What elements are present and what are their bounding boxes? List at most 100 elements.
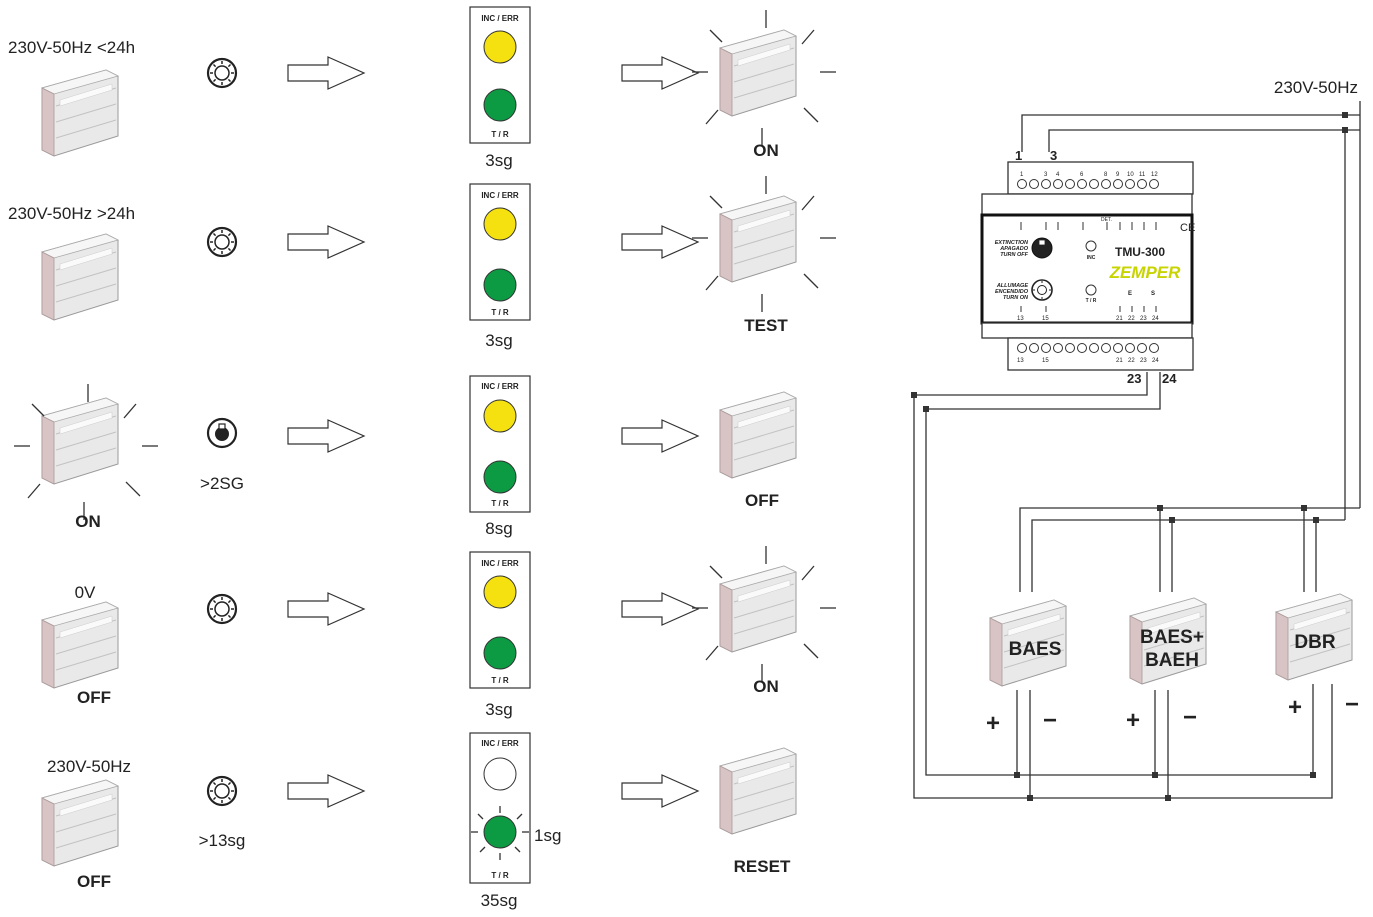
- panel-top-label: INC / ERR: [481, 191, 519, 200]
- input-caption: >2SG: [200, 474, 244, 493]
- device-baes: BAES + −: [986, 599, 1067, 737]
- emergency-light-icon: [719, 747, 797, 835]
- bottom-terminal-number: 21: [1116, 316, 1123, 322]
- apagado-label: APAGADO: [999, 246, 1028, 252]
- panel-bottom-label: T / R: [491, 499, 509, 508]
- encendido-label: ENCENDIDO: [995, 289, 1029, 295]
- turn-off-label: TURN OFF: [1000, 252, 1028, 258]
- result-label: ON: [753, 677, 779, 696]
- bottom-terminal-number: 13: [1017, 316, 1024, 322]
- arrow-icon: [621, 419, 699, 453]
- terminal-1-label: 1: [1015, 148, 1022, 163]
- top-terminal-number: 11: [1139, 172, 1146, 178]
- led-panel: INC / ERR T / R: [469, 6, 531, 144]
- green-led-icon: [483, 460, 517, 494]
- panel-bottom-label: T / R: [491, 130, 509, 139]
- bottom-terminal-number: 21: [1116, 358, 1123, 364]
- minus-sign: −: [1043, 707, 1057, 734]
- arrow-icon: [287, 419, 365, 453]
- bottom-terminal-screws: [1017, 343, 1159, 353]
- turn-on-label: TURN ON: [1003, 295, 1029, 301]
- input-caption: >13sg: [199, 831, 246, 850]
- top-terminal-number: 9: [1116, 172, 1120, 178]
- bottom-terminal-number: 24: [1152, 316, 1159, 322]
- plus-sign: +: [1126, 707, 1140, 734]
- bottom-terminal-number: 15: [1042, 316, 1049, 322]
- brand-logo: ZEMPER: [1109, 263, 1182, 282]
- duration-label: 3sg: [485, 331, 512, 350]
- device-name-line2: BAEH: [1145, 650, 1199, 671]
- inc-led-label: INC: [1087, 255, 1096, 261]
- result-label: RESET: [734, 857, 791, 876]
- bottom-terminal-number: 23: [1140, 316, 1147, 322]
- bottom-terminal-number: 22: [1128, 358, 1135, 364]
- wiring-diagram: 230V-50Hz: [911, 78, 1361, 801]
- panel-bottom-label: T / R: [491, 676, 509, 685]
- allumage-label: ALLUMAGE: [996, 283, 1028, 289]
- state-label: OFF: [77, 688, 111, 707]
- ce-mark: CE: [1180, 222, 1195, 234]
- arrow-icon: [287, 225, 365, 259]
- green-led-icon: [483, 268, 517, 302]
- panel-bottom-label: T / R: [491, 308, 509, 317]
- state-label: ON: [75, 512, 101, 531]
- arrow-icon: [621, 774, 699, 808]
- minus-sign: −: [1183, 704, 1197, 731]
- wire-junctions: [911, 112, 1348, 801]
- green-led-icon: [483, 88, 517, 122]
- top-terminal-number: 3: [1044, 172, 1048, 178]
- arrow-icon: [287, 592, 365, 626]
- result-label: OFF: [745, 491, 779, 510]
- tr-led-icon: [1085, 284, 1097, 296]
- terminal-3-label: 3: [1050, 148, 1057, 163]
- yellow-led-icon: [483, 30, 517, 64]
- duration-label: 3sg: [485, 700, 512, 719]
- terminal-arrows: [1020, 222, 1157, 230]
- knob-icon: [206, 57, 238, 89]
- top-terminal-number: 12: [1151, 172, 1158, 178]
- off-led-icon: [483, 757, 517, 791]
- s-label: S: [1151, 291, 1155, 297]
- sequence-table: 230V-50Hz <24h INC / ERR T / R 3sg ON 23…: [8, 6, 837, 910]
- e-label: E: [1128, 291, 1132, 297]
- sequence-row-4: 0V OFF INC / ERR T / R 3sg ON: [41, 545, 837, 719]
- allumage-knob-icon: [1031, 279, 1053, 301]
- det-label: DET.: [1101, 217, 1112, 223]
- top-terminal-number: 4: [1056, 172, 1060, 178]
- sequence-row-3: ON >2SG INC / ERR T / R 8sg OFF: [13, 375, 797, 538]
- green-led-flashing-icon: [483, 815, 517, 849]
- arrow-icon: [621, 225, 699, 259]
- panel-top-label: INC / ERR: [481, 14, 519, 23]
- device-baes-baeh: BAES+ BAEH + −: [1126, 597, 1207, 734]
- wires: [913, 101, 1361, 799]
- plus-sign: +: [986, 710, 1000, 737]
- bottom-terminal-number: 15: [1042, 358, 1049, 364]
- panel-top-label: INC / ERR: [481, 559, 519, 568]
- led-panel: INC / ERR T / R: [469, 732, 531, 884]
- model-label: TMU-300: [1115, 245, 1165, 259]
- led-panel: INC / ERR T / R: [469, 551, 531, 689]
- yellow-led-icon: [483, 399, 517, 433]
- emergency-light-icon: [41, 233, 119, 321]
- plus-sign: +: [1288, 694, 1302, 721]
- supply-label: 0V: [75, 583, 96, 602]
- green-led-icon: [483, 636, 517, 670]
- sequence-row-2: 230V-50Hz >24h INC / ERR T / R 3sg TEST: [8, 175, 837, 350]
- inc-led-icon: [1085, 240, 1097, 252]
- emergency-light-on-icon: [719, 29, 797, 117]
- duration-label: 8sg: [485, 519, 512, 538]
- result-label: ON: [753, 141, 779, 160]
- knob-icon: [206, 593, 238, 625]
- emergency-light-icon: [41, 601, 119, 689]
- terminal-23-label: 23: [1127, 371, 1141, 386]
- bottom-terminal-number: 24: [1152, 358, 1159, 364]
- top-terminal-number: 8: [1104, 172, 1108, 178]
- emergency-light-icon: [41, 69, 119, 157]
- bottom-terminal-number: 22: [1128, 316, 1135, 322]
- supply-label: 230V-50Hz >24h: [8, 204, 135, 223]
- duration-label: 3sg: [485, 151, 512, 170]
- emergency-light-on-icon: [719, 195, 797, 283]
- led-panel: INC / ERR T / R: [469, 183, 531, 321]
- device-name: BAES+: [1140, 627, 1204, 648]
- led-panel: INC / ERR T / R: [469, 375, 531, 513]
